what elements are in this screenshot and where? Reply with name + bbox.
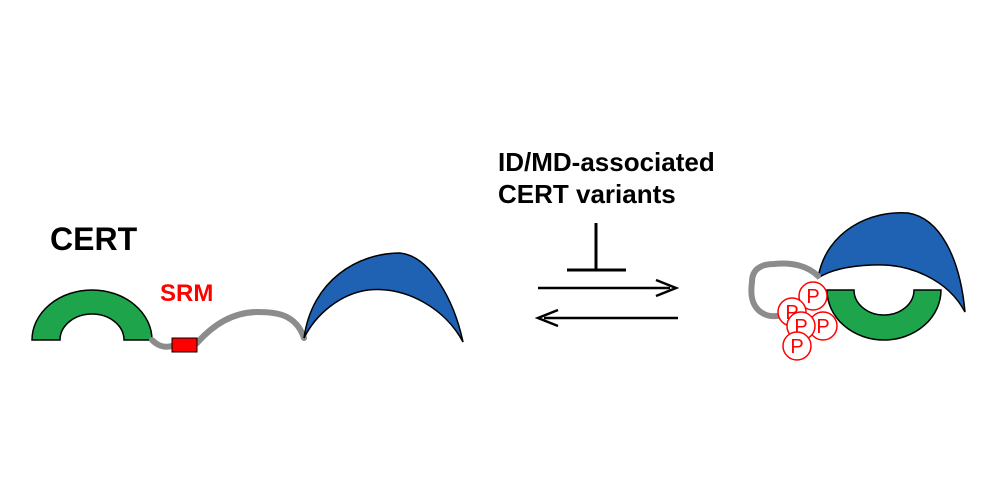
phospho-cluster: P P P P P <box>777 281 838 361</box>
ph-domain-open <box>31 289 153 341</box>
linker-closed <box>748 260 821 320</box>
start-domain-closed <box>816 211 966 313</box>
srm-label: SRM <box>160 280 214 307</box>
variants-label: ID/MD-associated CERT variants <box>498 146 715 210</box>
svg-text:P: P <box>790 336 803 358</box>
phospho-site-5: P <box>782 331 812 361</box>
variants-label-line2: CERT variants <box>498 179 676 209</box>
svg-text:P: P <box>816 316 829 338</box>
phospho-site-3: P <box>808 311 838 341</box>
linker-open <box>149 308 307 350</box>
ph-domain-closed <box>826 289 942 341</box>
variants-label-line1: ID/MD-associated <box>498 147 715 177</box>
srm-motif <box>171 337 198 353</box>
reverse-arrowhead-icon <box>534 308 559 328</box>
start-domain-open <box>303 252 464 343</box>
phospho-site-1: P <box>798 281 828 311</box>
svg-text:P: P <box>806 286 819 308</box>
forward-arrowhead-icon <box>655 278 680 298</box>
cert-label: CERT <box>50 221 138 257</box>
